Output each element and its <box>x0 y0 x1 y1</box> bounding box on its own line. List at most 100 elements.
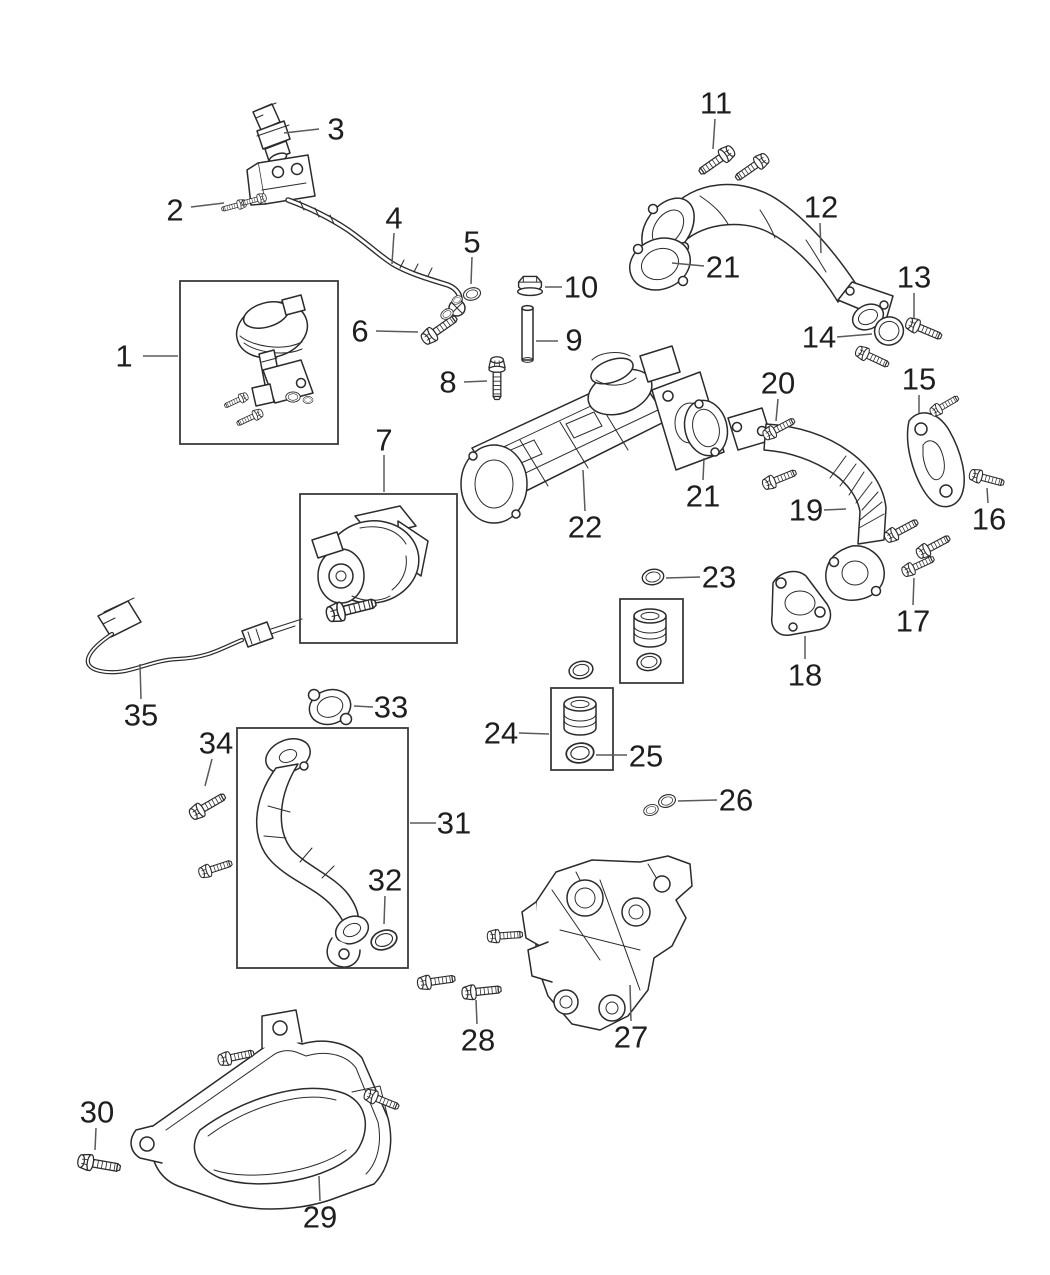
bolt-16 <box>967 467 1006 491</box>
callout-8: 8 <box>439 365 488 400</box>
callout-31: 31 <box>410 806 471 841</box>
callout-number-6: 6 <box>351 314 368 349</box>
mounting-bracket-27 <box>521 855 693 1031</box>
callout-leader-27 <box>629 984 632 1022</box>
gasket-21-lower <box>683 399 729 457</box>
callout-leader-34 <box>204 758 213 787</box>
callout-leader-35 <box>139 663 142 700</box>
group-box-1 <box>179 280 339 445</box>
callout-21: 21 <box>671 250 740 285</box>
oring-23 <box>640 566 666 588</box>
callout-22: 22 <box>568 469 602 545</box>
temp-sensor-35 <box>85 597 303 675</box>
banjo-bolt-6 <box>418 293 464 348</box>
egr-actuator-assembly <box>222 294 314 429</box>
callout-number-2: 2 <box>166 193 183 228</box>
callout-23: 23 <box>665 560 736 595</box>
callout-number-21: 21 <box>706 250 740 285</box>
callout-32: 32 <box>368 863 402 925</box>
callout-number-27: 27 <box>614 1020 648 1055</box>
callouts: 1234567891011121314151617181920212122232… <box>80 86 1006 1235</box>
callout-leader-17 <box>912 577 915 606</box>
callout-leader-24 <box>518 732 550 735</box>
callout-number-3: 3 <box>327 112 344 147</box>
callout-34: 34 <box>199 726 233 787</box>
bolt-8 <box>488 356 506 401</box>
callout-19: 19 <box>789 493 847 528</box>
callout-leader-3 <box>283 128 320 134</box>
callout-6: 6 <box>351 314 419 349</box>
callout-33: 33 <box>353 690 408 725</box>
heat-shield-29 <box>130 1009 402 1210</box>
callout-20: 20 <box>761 366 795 422</box>
callout-number-1: 1 <box>115 339 132 374</box>
callout-leader-23 <box>665 576 701 579</box>
oring-loose <box>566 658 596 682</box>
callout-7: 7 <box>375 423 393 492</box>
callout-number-17: 17 <box>896 604 930 639</box>
gasket-33 <box>307 688 353 726</box>
gasket-21-upper <box>629 237 691 291</box>
callout-leader-22 <box>582 469 586 512</box>
pressure-plug-24 <box>563 696 597 766</box>
callout-leader-21 <box>702 457 705 481</box>
callout-1: 1 <box>115 339 178 374</box>
callout-number-33: 33 <box>374 690 408 725</box>
callout-21: 21 <box>686 457 720 514</box>
callout-leader-14 <box>836 333 873 338</box>
callout-5: 5 <box>463 225 481 285</box>
callout-9: 9 <box>536 323 583 358</box>
callout-number-7: 7 <box>375 423 392 458</box>
oring-14 <box>873 316 905 346</box>
egr-valve-7 <box>311 505 429 626</box>
callout-number-4: 4 <box>385 201 402 236</box>
callout-leader-2 <box>190 202 225 208</box>
callout-number-19: 19 <box>789 493 823 528</box>
callout-12: 12 <box>804 190 838 254</box>
callout-11: 11 <box>700 86 732 150</box>
bolts-28 <box>415 927 524 1002</box>
callout-30: 30 <box>80 1095 114 1151</box>
callout-17: 17 <box>896 577 930 639</box>
callout-number-12: 12 <box>804 190 838 225</box>
callout-number-35: 35 <box>124 698 158 733</box>
egr-flex-tube-19 <box>727 407 887 601</box>
pressure-plug-upper <box>633 608 667 673</box>
callout-leader-26 <box>677 799 718 802</box>
callout-number-9: 9 <box>565 323 582 358</box>
callout-number-32: 32 <box>368 863 402 898</box>
callout-29: 29 <box>303 1175 337 1235</box>
callout-26: 26 <box>677 783 753 818</box>
callout-number-31: 31 <box>437 806 471 841</box>
gasket-18 <box>770 570 832 636</box>
group-box-23 <box>619 598 684 684</box>
callout-leader-11 <box>712 118 716 150</box>
callout-number-26: 26 <box>719 783 753 818</box>
callout-2: 2 <box>166 193 225 228</box>
callout-number-14: 14 <box>802 320 836 355</box>
callout-leader-32 <box>383 895 386 925</box>
callout-25: 25 <box>596 739 663 774</box>
oring-32 <box>367 925 401 955</box>
callout-number-13: 13 <box>897 260 931 295</box>
callout-14: 14 <box>802 320 873 355</box>
callout-number-25: 25 <box>629 739 663 774</box>
bolts-11 <box>695 142 772 185</box>
callout-10: 10 <box>545 270 598 305</box>
callout-18: 18 <box>788 636 822 693</box>
spacer-tube-9 <box>521 304 534 363</box>
callout-number-20: 20 <box>761 366 795 401</box>
callout-number-28: 28 <box>461 1023 495 1058</box>
callout-number-8: 8 <box>439 365 456 400</box>
bolts-17 <box>881 515 954 580</box>
oring-5 <box>461 285 483 303</box>
callout-leader-6 <box>375 330 419 333</box>
callout-number-22: 22 <box>568 510 602 545</box>
callout-number-30: 30 <box>80 1095 114 1130</box>
callout-leader-21 <box>671 262 705 267</box>
hose-31 <box>255 738 370 968</box>
group-box-7 <box>299 493 458 644</box>
group-box-31 <box>236 727 409 969</box>
